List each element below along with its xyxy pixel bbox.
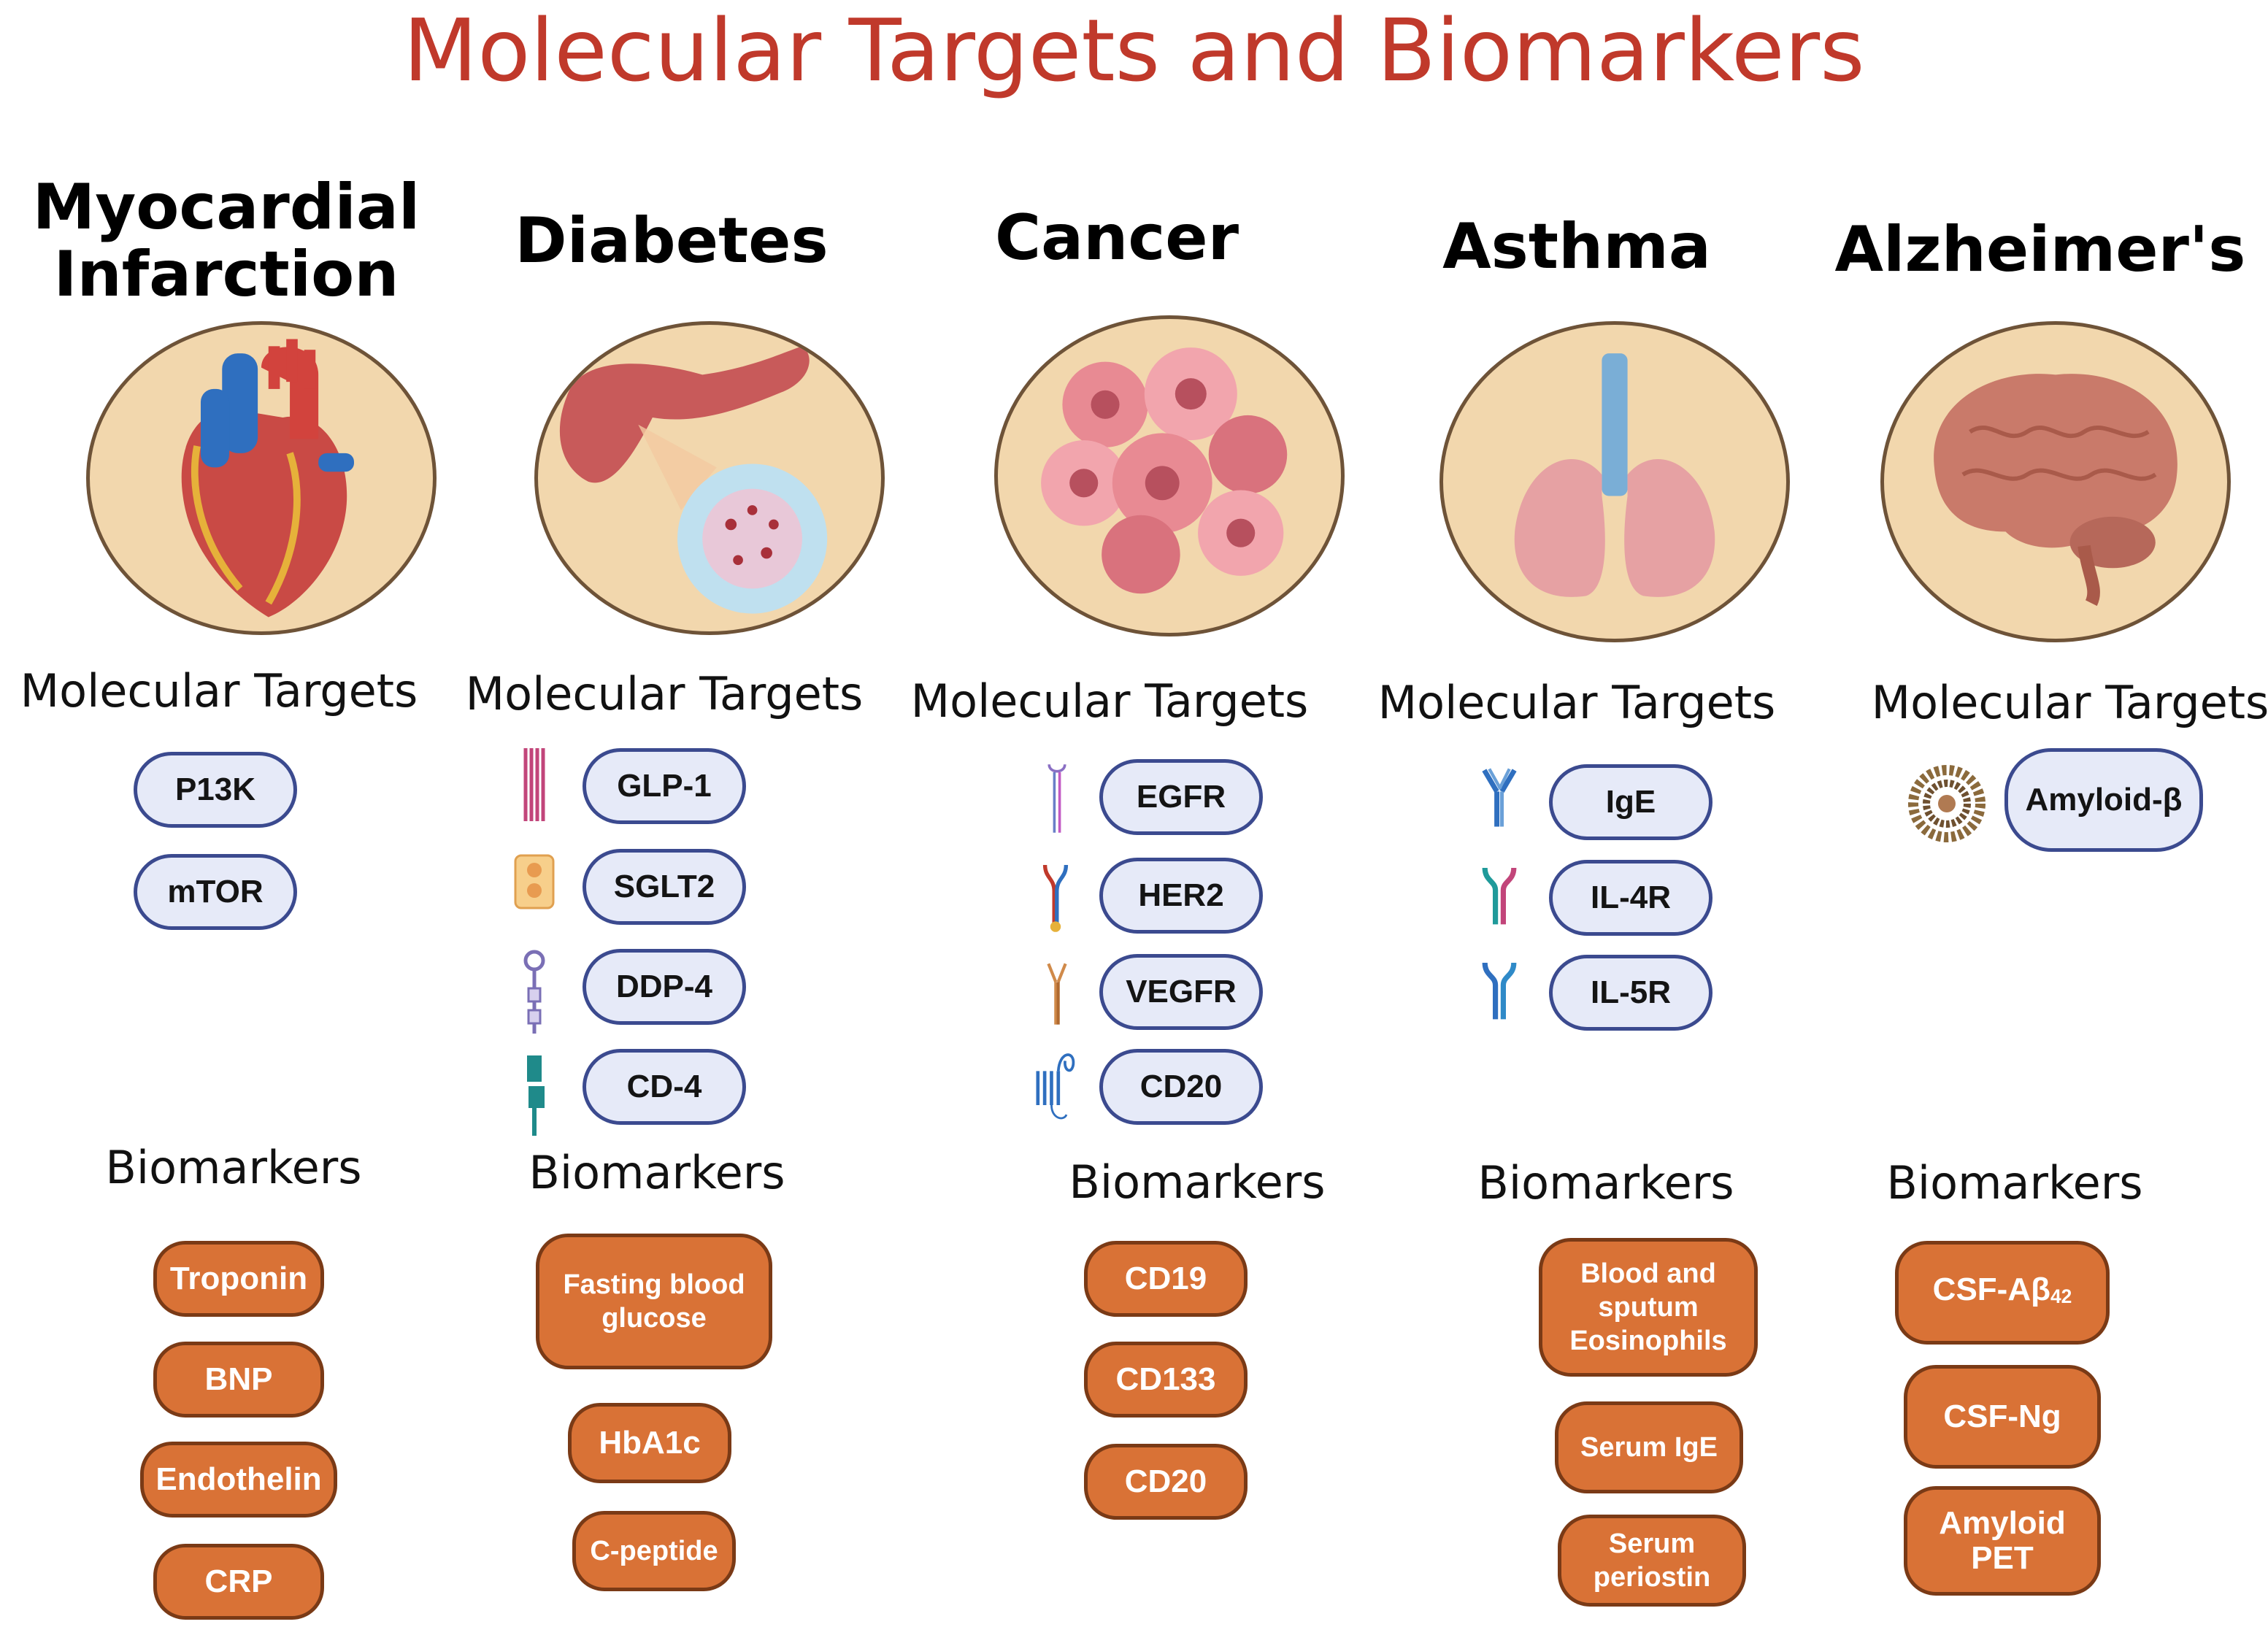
biomarker-pill: CRP [153,1544,324,1620]
biomarker-pill: CD19 [1084,1241,1248,1317]
brain-icon [1880,321,2231,642]
targets-label: Molecular Targets [20,664,418,718]
disease-title: Alzheimer's [1834,213,2246,286]
glp1-receptor-icon [523,748,545,821]
target-pill: GLP-1 [583,748,746,824]
target-pill: VEGFR [1099,954,1263,1030]
column-cancer: Cancer Molecular Targets EGFR HER2 [905,0,1358,1627]
tumor-cells-icon [994,315,1345,636]
il5-receptor-icon [1482,962,1517,1020]
biomarker-pill: Fasting blood glucose [536,1234,772,1369]
disease-title: Asthma [1442,210,1711,283]
biomarker-pill: Troponin [153,1241,324,1317]
target-pill: HER2 [1099,858,1263,934]
disease-title: Myocardial Infarction [32,171,420,311]
her2-receptor-icon [1042,864,1069,932]
lungs-icon [1439,321,1790,642]
amyloid-plaque-icon [1908,765,1986,842]
biomarkers-label: Biomarkers [105,1141,362,1194]
biomarkers-label: Biomarkers [1477,1156,1734,1209]
targets-label: Molecular Targets [910,674,1309,728]
targets-label: Molecular Targets [465,667,864,720]
column-diabetes: Diabetes Molecular Targets GLP-1 SGLT2 D… [453,0,905,1627]
target-pill: mTOR [134,854,297,930]
biomarker-label: CSF-Aβ42 [1932,1271,2072,1307]
biomarkers-label: Biomarkers [1886,1156,2143,1209]
target-pill: IL-5R [1549,955,1712,1031]
disease-title: Cancer [994,201,1239,274]
biomarker-pill: C-peptide [572,1511,736,1591]
target-pill: IgE [1549,764,1712,840]
targets-label: Molecular Targets [1871,676,2268,729]
disease-title: Diabetes [515,204,829,277]
biomarker-pill: Serum IgE [1555,1401,1743,1493]
biomarker-pill: Blood and sputum Eosinophils [1539,1238,1758,1377]
heart-icon [86,321,437,635]
column-alzheimers: Alzheimer's Molecular Targets Amyloid-β … [1818,0,2268,1627]
targets-label: Molecular Targets [1377,676,1776,729]
biomarker-pill: CD20 [1084,1444,1248,1520]
biomarker-pill: HbA1c [568,1403,731,1483]
target-pill: CD-4 [583,1049,746,1125]
biomarker-pill: Serum periostin [1558,1515,1746,1607]
il4-receptor-icon [1482,867,1517,925]
biomarker-pill: Amyloid PET [1904,1486,2101,1596]
target-pill: EGFR [1099,759,1263,835]
target-pill: Amyloid-β [2004,748,2203,852]
target-pill: DDP-4 [583,949,746,1025]
biomarker-pill: Endothelin [140,1442,337,1518]
cd20-protein-icon [1036,1053,1075,1120]
biomarker-pill: CSF-Ng [1904,1365,2101,1469]
vegfr-receptor-icon [1047,963,1067,1025]
page-title: Molecular Targets and Biomarkers [403,0,1865,101]
biomarker-pill: BNP [153,1342,324,1418]
antibody-icon [1482,768,1517,827]
egfr-receptor-icon [1047,764,1066,833]
biomarker-pill: CSF-Aβ42 [1895,1241,2110,1345]
pancreas-icon [534,321,885,635]
dpp4-enzyme-icon [523,950,545,1034]
column-myocardial-infarction: Myocardial Infarction Molecular Targets … [0,0,453,1627]
target-pill: SGLT2 [583,849,746,925]
biomarker-pill: CD133 [1084,1342,1248,1418]
column-asthma: Asthma Molecular Targets IgE IL-4R IL-5R… [1358,0,1818,1627]
biomarkers-label: Biomarkers [528,1146,785,1199]
sglt2-transporter-icon [514,854,555,909]
target-pill: CD20 [1099,1049,1263,1125]
biomarkers-label: Biomarkers [1069,1155,1326,1209]
cd4-receptor-icon [527,1055,545,1136]
target-pill: IL-4R [1549,860,1712,936]
target-pill: P13K [134,752,297,828]
